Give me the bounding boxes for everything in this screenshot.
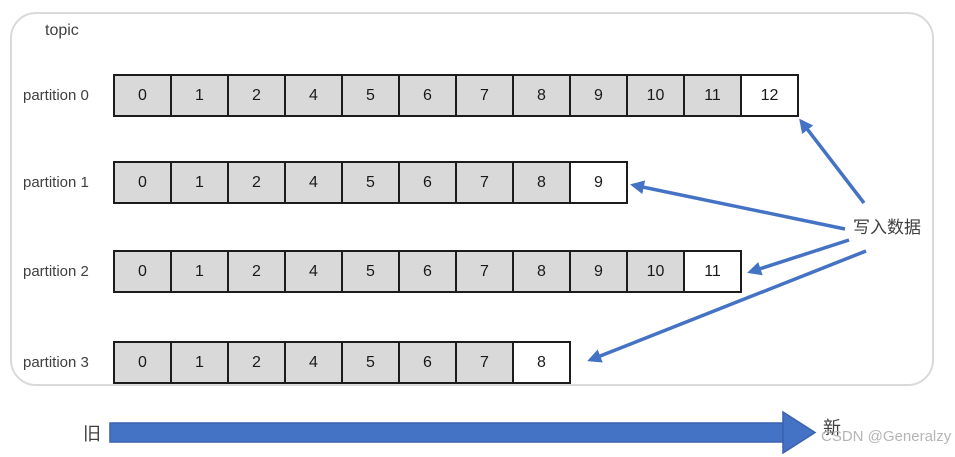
log-cell: 10 — [626, 250, 685, 293]
write-data-label: 写入数据 — [853, 218, 921, 237]
log-cell: 1 — [170, 161, 229, 204]
log-cell: 8 — [512, 161, 571, 204]
log-cell: 5 — [341, 250, 400, 293]
log-cell: 4 — [284, 250, 343, 293]
log-cell: 7 — [455, 341, 514, 384]
log-cell-newest: 11 — [683, 250, 742, 293]
log-cell-newest: 12 — [740, 74, 799, 117]
log-cell: 8 — [512, 74, 571, 117]
log-cell: 1 — [170, 341, 229, 384]
log-cell: 7 — [455, 250, 514, 293]
log-cell: 2 — [227, 161, 286, 204]
log-cell-newest: 9 — [569, 161, 628, 204]
log-cell-newest: 8 — [512, 341, 571, 384]
log-cell: 2 — [227, 74, 286, 117]
log-cell: 0 — [113, 250, 172, 293]
topic-title: topic — [45, 22, 79, 39]
log-cell: 4 — [284, 74, 343, 117]
partition-label: partition 1 — [23, 174, 89, 191]
log-cell: 7 — [455, 74, 514, 117]
log-cell: 0 — [113, 341, 172, 384]
watermark-text: CSDN @Generalzy — [821, 428, 952, 445]
log-cell: 7 — [455, 161, 514, 204]
log-cell: 2 — [227, 341, 286, 384]
log-cell: 2 — [227, 250, 286, 293]
log-cell: 5 — [341, 161, 400, 204]
log-cell: 0 — [113, 161, 172, 204]
log-cell: 0 — [113, 74, 172, 117]
log-cell: 9 — [569, 250, 628, 293]
log-cell: 6 — [398, 250, 457, 293]
partition-label: partition 0 — [23, 87, 89, 104]
log-cell: 1 — [170, 250, 229, 293]
log-cell: 1 — [170, 74, 229, 117]
partition-label: partition 2 — [23, 263, 89, 280]
log-cell: 8 — [512, 250, 571, 293]
log-cell: 6 — [398, 341, 457, 384]
log-cell: 9 — [569, 74, 628, 117]
log-cell: 6 — [398, 161, 457, 204]
log-cell: 5 — [341, 74, 400, 117]
log-cell: 11 — [683, 74, 742, 117]
old-label: 旧 — [83, 424, 101, 444]
log-cell: 4 — [284, 341, 343, 384]
new-label: 新 — [823, 418, 841, 438]
log-cell: 4 — [284, 161, 343, 204]
log-cell: 5 — [341, 341, 400, 384]
log-cell: 10 — [626, 74, 685, 117]
partition-label: partition 3 — [23, 354, 89, 371]
log-cell: 6 — [398, 74, 457, 117]
